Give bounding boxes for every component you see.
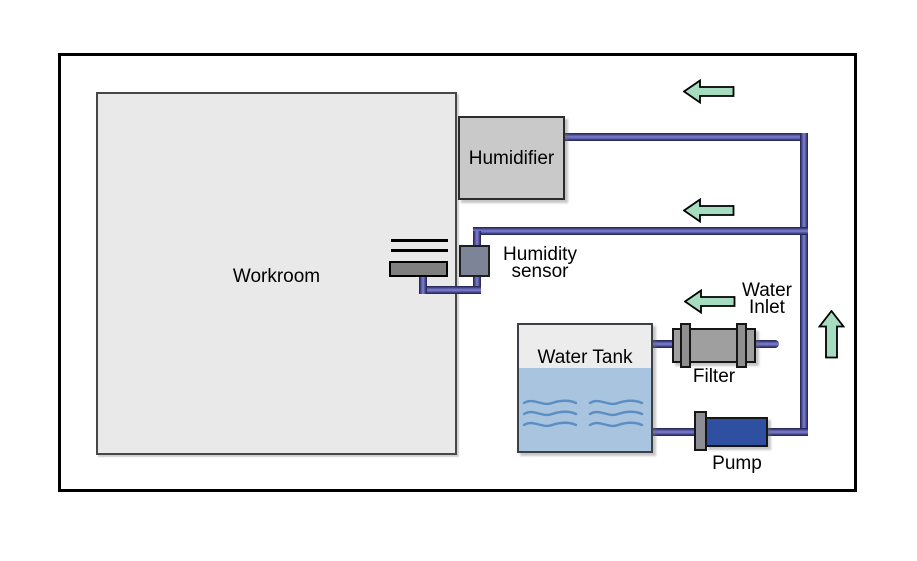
- filter-flange: [736, 323, 747, 368]
- sensor-vent-slat: [391, 239, 448, 242]
- filter-flange: [680, 323, 691, 368]
- water-inlet-label: Water Inlet: [735, 280, 799, 318]
- pipe-sensor-loop-left: [419, 276, 427, 294]
- arrow-left-icon: [683, 79, 735, 104]
- water-inlet-label-line2: Inlet: [749, 297, 785, 318]
- pump-body: [705, 417, 768, 447]
- water-tank-label: Water Tank: [537, 347, 633, 368]
- water-tank-water: [519, 368, 651, 451]
- sensor-mount-bar: [389, 261, 448, 277]
- arrow-left-icon: [683, 198, 735, 223]
- pipe-tank-filter: [650, 340, 674, 348]
- pipe-sensor-drop: [473, 231, 481, 246]
- humidifier-label: Humidifier: [468, 147, 555, 169]
- pump-label: Pump: [712, 453, 762, 474]
- water-tank-head: Water Tank: [519, 325, 651, 368]
- sensor-vent-slat: [391, 249, 448, 252]
- pump-flange: [694, 411, 707, 451]
- water-inlet-label-line1: Water: [742, 280, 792, 301]
- arrow-left-icon: [684, 289, 736, 314]
- arrow-up-icon: [818, 310, 845, 359]
- pipe-pump-riser: [766, 428, 808, 436]
- water-waves-icon: [522, 399, 578, 428]
- outer-frame: [58, 53, 857, 492]
- pipe-water-inlet: [753, 340, 779, 348]
- pipe-humidifier-outlet: [563, 133, 808, 141]
- water-tank: Water Tank: [517, 323, 653, 453]
- pipe-sensor-line: [473, 227, 808, 235]
- pipe-sensor-loop-right: [473, 276, 481, 294]
- filter-label: Filter: [692, 366, 736, 387]
- humidity-sensor-box: [459, 245, 490, 277]
- workroom-label: Workroom: [232, 266, 321, 287]
- humidity-sensor-label-line2: sensor: [511, 261, 569, 282]
- pipe-riser: [800, 133, 808, 436]
- humidifier-box: Humidifier: [458, 116, 565, 200]
- pipe-sensor-loop-bottom: [419, 286, 481, 294]
- humidity-sensor-label: Humidity sensor: [496, 244, 584, 282]
- humidity-sensor-label-line1: Humidity: [503, 244, 577, 265]
- pipe-tank-pump: [650, 428, 696, 436]
- water-waves-icon: [588, 399, 644, 428]
